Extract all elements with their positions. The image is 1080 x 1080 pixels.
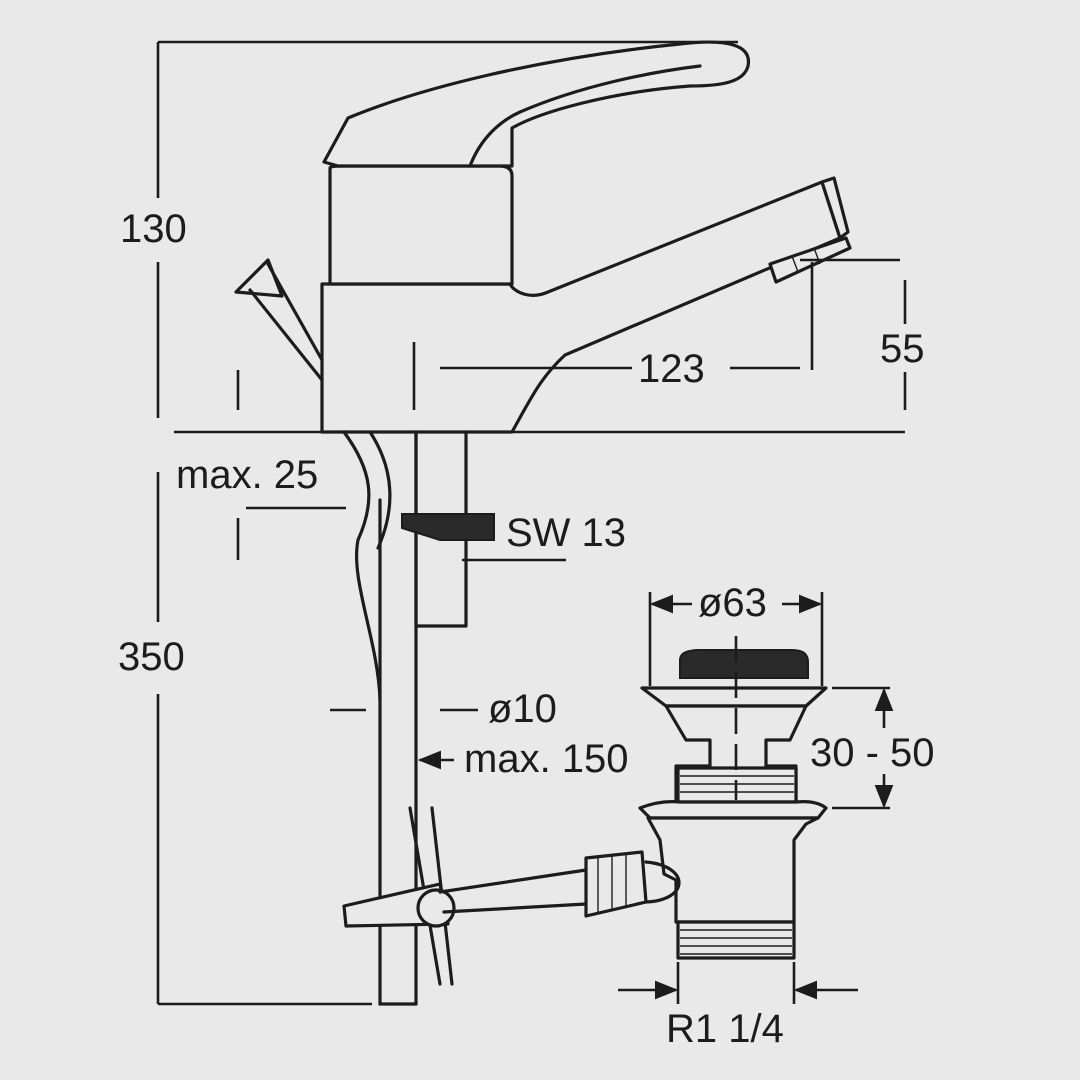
bottom-thread-lines: [680, 929, 792, 955]
label-height-total: 130: [120, 207, 187, 251]
label-hose-length: 350: [118, 635, 185, 679]
hoses-and-rod: [342, 430, 588, 1006]
label-wrench-size: SW 13: [506, 511, 626, 555]
label-rod-length: max. 150: [464, 737, 629, 781]
label-plug-diameter: ø63: [698, 581, 767, 625]
waste-fitting: [584, 636, 828, 960]
label-spout-reach: 123: [638, 347, 705, 391]
label-waste-adjust: 30 - 50: [810, 731, 935, 775]
connector-ribs: [597, 854, 627, 912]
faucet: [158, 40, 905, 434]
label-spout-height: 55: [880, 327, 925, 371]
label-thread-size: R1 1/4: [666, 1007, 784, 1051]
label-rod-diameter: ø10: [488, 687, 557, 731]
dimension-lines: [156, 42, 907, 1006]
label-max-thickness: max. 25: [176, 453, 318, 497]
